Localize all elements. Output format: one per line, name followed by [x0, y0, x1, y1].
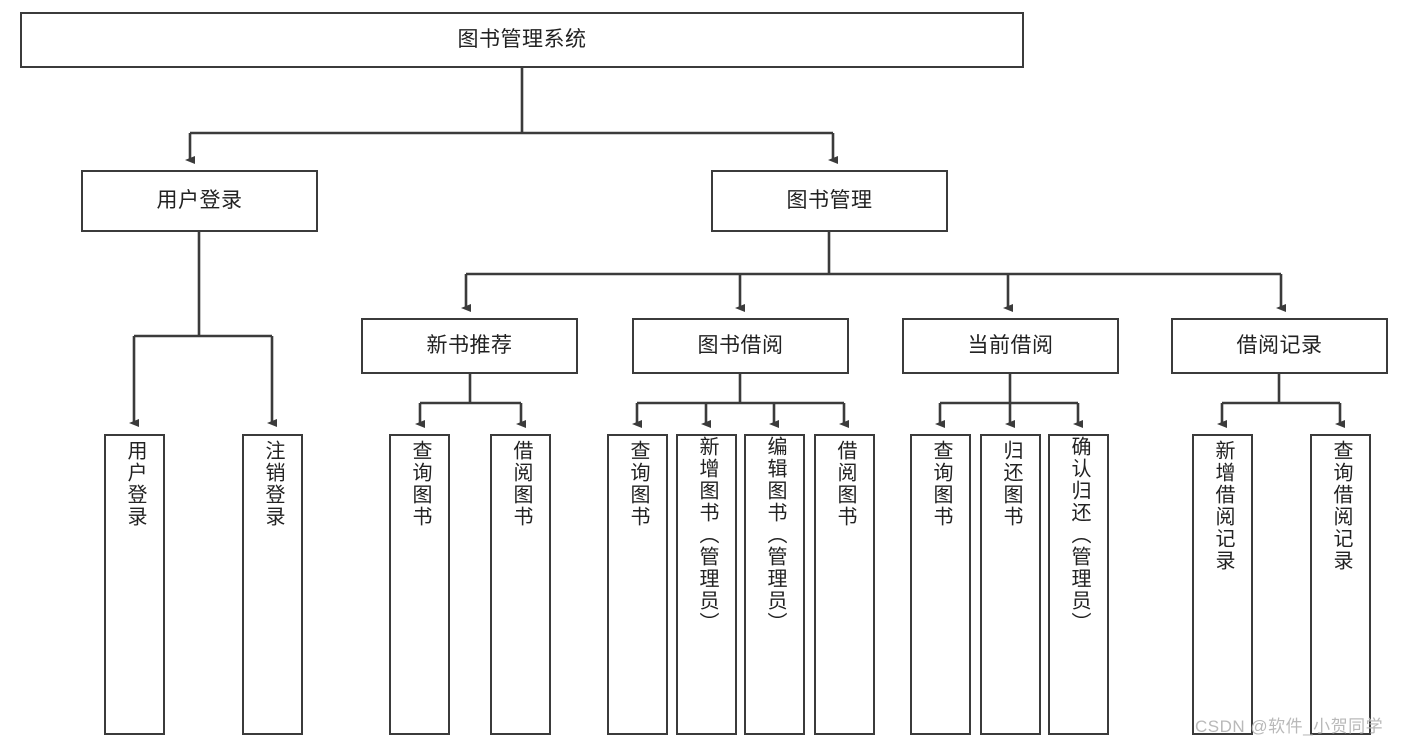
node-borrow-record[interactable]: 借阅记录 [1171, 318, 1388, 374]
node-label: 归还图书 [1000, 440, 1022, 528]
node-label: 当前借阅 [967, 333, 1054, 357]
node-label: 借阅图书 [510, 440, 532, 528]
node-book-management[interactable]: 图书管理 [711, 170, 948, 232]
leaf-add-borrow-record[interactable]: 新增借阅记录 [1192, 434, 1253, 735]
node-root-book-management-system[interactable]: 图书管理系统 [20, 12, 1024, 68]
node-label: 查询图书 [627, 440, 649, 528]
node-label: 图书借阅 [697, 333, 784, 357]
leaf-borrow-book[interactable]: 借阅图书 [814, 434, 875, 735]
leaf-query-book-borrow[interactable]: 查询图书 [607, 434, 668, 735]
leaf-edit-book-admin[interactable]: 编辑图书（管理员） [744, 434, 805, 735]
node-book-borrow[interactable]: 图书借阅 [632, 318, 849, 374]
node-label: 查询图书 [409, 440, 431, 528]
node-label: 查询图书 [930, 440, 952, 528]
leaf-user-login[interactable]: 用户登录 [104, 434, 165, 735]
leaf-logout[interactable]: 注销登录 [242, 434, 303, 735]
node-label: 用户登录 [124, 440, 146, 528]
node-user-login[interactable]: 用户登录 [81, 170, 318, 232]
node-label: 借阅记录 [1236, 333, 1323, 357]
leaf-query-book-recommend[interactable]: 查询图书 [389, 434, 450, 735]
node-label: 图书管理 [786, 188, 873, 212]
node-label: 新书推荐 [426, 333, 513, 357]
node-label: 新增图书（管理员） [696, 436, 718, 634]
leaf-query-book-current[interactable]: 查询图书 [910, 434, 971, 735]
node-label: 编辑图书（管理员） [764, 436, 786, 634]
node-label: 注销登录 [262, 440, 284, 528]
leaf-add-book-admin[interactable]: 新增图书（管理员） [676, 434, 737, 735]
node-label: 图书管理系统 [457, 27, 587, 51]
leaf-confirm-return-admin[interactable]: 确认归还（管理员） [1048, 434, 1109, 735]
node-new-book-recommend[interactable]: 新书推荐 [361, 318, 578, 374]
leaf-return-book[interactable]: 归还图书 [980, 434, 1041, 735]
node-label: 用户登录 [156, 188, 243, 212]
csdn-watermark: CSDN @软件_小贺同学 [1195, 717, 1384, 736]
node-label: 新增借阅记录 [1212, 440, 1234, 572]
node-label: 借阅图书 [834, 440, 856, 528]
node-current-borrow[interactable]: 当前借阅 [902, 318, 1119, 374]
node-label: 确认归还（管理员） [1068, 436, 1090, 634]
leaf-query-borrow-record[interactable]: 查询借阅记录 [1310, 434, 1371, 735]
leaf-borrow-book-recommend[interactable]: 借阅图书 [490, 434, 551, 735]
node-label: 查询借阅记录 [1330, 440, 1352, 572]
